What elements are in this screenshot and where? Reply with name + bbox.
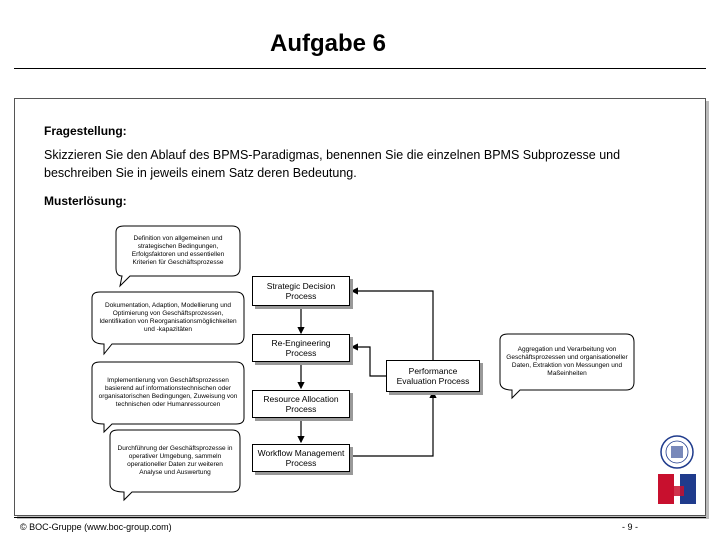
note-performance: Aggregation und Verarbeitung von Geschäf… [506, 346, 628, 377]
slide-title: Aufgabe 6 [270, 30, 387, 57]
note-bubble-strategic [115, 225, 241, 288]
solution-label: Musterlösung: [44, 194, 127, 208]
performance-evaluation-box: Performance Evaluation Process [386, 360, 480, 392]
question-text: Skizzieren Sie den Ablauf des BPMS-Parad… [44, 148, 621, 180]
note-resource: Implementierung von Geschäftsprozessen b… [98, 377, 238, 408]
note-bubble-resource [91, 361, 245, 434]
note-bubble-workflow [109, 429, 241, 502]
question-label: Fragestellung: [44, 124, 127, 138]
resource-allocation-box: Resource Allocation Process [252, 390, 350, 418]
boc-logo-icon [658, 435, 696, 504]
note-reengineering: Dokumentation, Adaption, Modellierung un… [99, 302, 237, 333]
page-number: - 9 - [622, 522, 639, 532]
strategic-decision-box: Strategic Decision Process [252, 276, 350, 306]
footer-copyright: © BOC-Gruppe (www.boc-group.com) [20, 522, 172, 532]
note-workflow: Durchführung der Geschäftsprozesse in op… [117, 445, 233, 476]
note-bubble-performance [499, 333, 635, 400]
workflow-management-box: Workflow Management Process [252, 444, 350, 472]
reengineering-box: Re-Engineering Process [252, 334, 350, 362]
title-divider [14, 68, 706, 69]
note-bubble-reengineering [91, 291, 245, 356]
footer-divider [14, 517, 706, 518]
note-strategic: Definition von allgemeinen und strategis… [131, 235, 225, 266]
university-logo [652, 430, 702, 522]
